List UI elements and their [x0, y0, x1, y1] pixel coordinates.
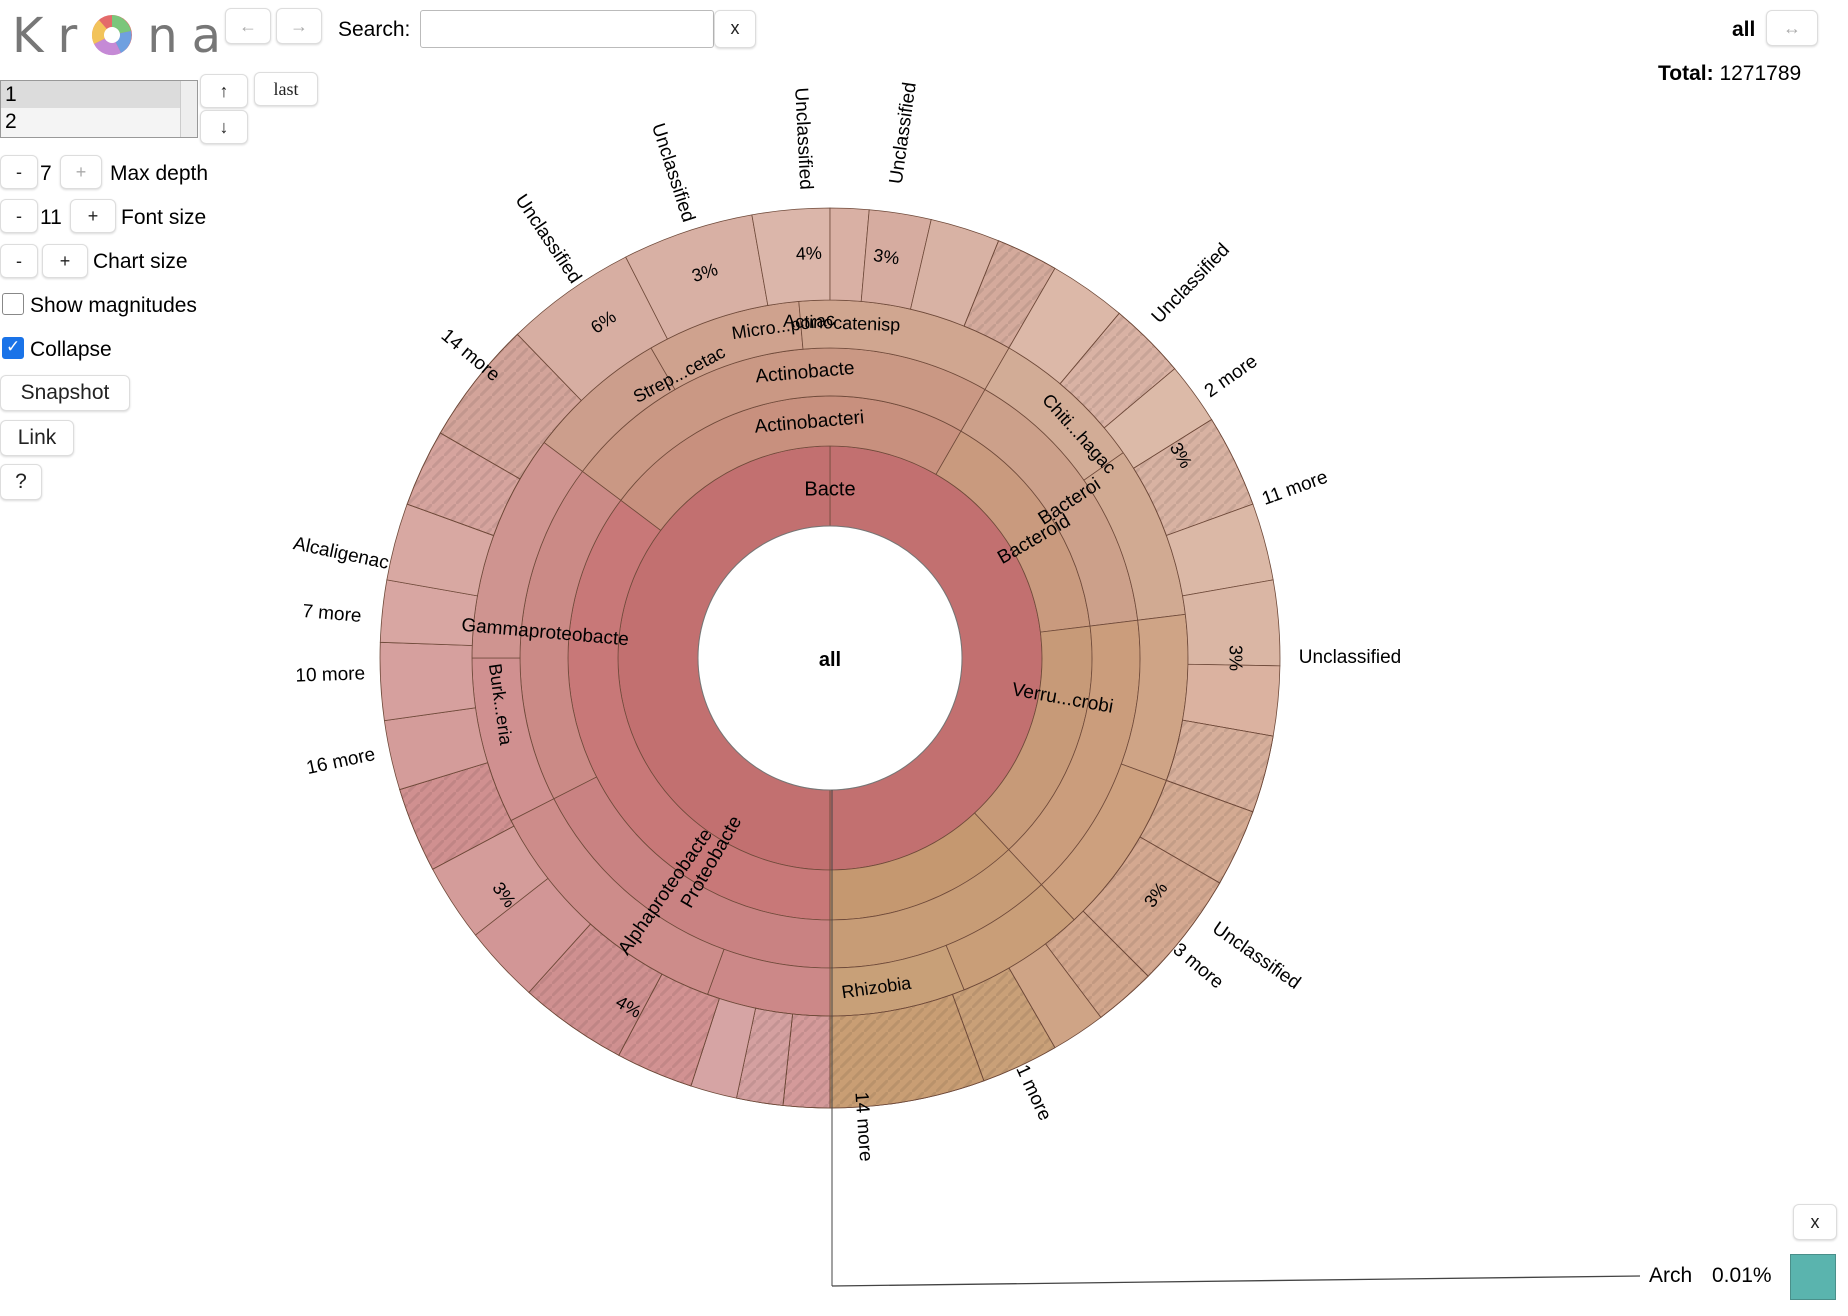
current-node-label: all	[1732, 18, 1756, 41]
chart-outer-label: Unclassified	[886, 81, 921, 185]
total-label: Total:	[1658, 62, 1714, 85]
snapshot-button[interactable]: Snapshot	[0, 375, 130, 411]
help-button[interactable]: ?	[0, 464, 42, 500]
font-size-value: 11	[40, 206, 62, 229]
chart-center-disc[interactable]	[697, 525, 963, 791]
logo-wheel-icon	[91, 12, 133, 56]
chart-wedges[interactable]	[379, 207, 1281, 1109]
history-list[interactable]: 1 2	[0, 80, 198, 138]
legend-name: Arch	[1649, 1264, 1693, 1287]
chart-outer-label: 14 more	[850, 1091, 876, 1162]
chart-size-label: Chart size	[93, 250, 188, 273]
chart-outer-label: 2 more	[1201, 351, 1261, 402]
chart-outer-label: 14 more	[437, 325, 504, 386]
outer-segment-31[interactable]	[379, 641, 476, 722]
collapse-checkbox[interactable]	[2, 337, 24, 359]
total-value: 1271789	[1719, 62, 1802, 85]
font-size-label: Font size	[121, 206, 207, 229]
chart-center-label: all	[819, 649, 841, 671]
chart-outer-label: 1 more	[1011, 1062, 1055, 1124]
chart-outer-label: 3 more	[1169, 939, 1228, 993]
font-size-increase-button[interactable]: +	[70, 199, 116, 233]
chart-label: Actinocatenisp	[783, 311, 901, 335]
chart-outer-label: 11 more	[1259, 467, 1330, 510]
legend-leader-line	[831, 1275, 1641, 1287]
forward-button[interactable]: →	[276, 8, 322, 44]
logo-letter: r	[57, 8, 92, 64]
show-magnitudes-label: Show magnitudes	[30, 294, 197, 317]
history-up-button[interactable]: ↑	[200, 74, 248, 108]
chart-outer-label: Unclassified	[790, 87, 816, 190]
chart-outer-label: 7 more	[302, 601, 363, 627]
chart-outer-label: 10 more	[295, 663, 365, 686]
chart-outer-label: Unclassified	[647, 121, 699, 225]
chart-label: 4%	[795, 243, 822, 264]
expand-icon[interactable]: ↔	[1766, 10, 1818, 46]
chart-outer-label: 16 more	[305, 744, 378, 779]
max-depth-increase-button[interactable]: +	[60, 155, 102, 189]
show-magnitudes-checkbox[interactable]	[2, 293, 24, 315]
search-label: Search:	[338, 18, 411, 41]
list-item[interactable]: 1	[1, 81, 183, 108]
krona-logo: Kr na	[12, 8, 235, 64]
chart-outer-label: Unclassified	[1148, 239, 1234, 327]
outer-segment-34-hatch	[406, 432, 521, 537]
collapse-label: Collapse	[30, 338, 112, 361]
max-depth-value: 7	[40, 162, 52, 185]
link-button[interactable]: Link	[0, 420, 74, 456]
scrollbar[interactable]	[180, 81, 197, 137]
chart-label: Bacte	[804, 478, 855, 500]
legend-percent: 0.01%	[1712, 1264, 1772, 1287]
logo-letter: K	[12, 8, 58, 64]
chart-label: 3%	[1225, 645, 1245, 671]
chart-outer-label: Unclassified	[1299, 647, 1401, 668]
max-depth-label: Max depth	[110, 162, 209, 185]
total-display: Total: 1271789	[1658, 62, 1801, 86]
chart-size-decrease-button[interactable]: -	[0, 244, 38, 278]
search-clear-button[interactable]: x	[714, 10, 756, 48]
chart-label: 3%	[872, 245, 901, 268]
chart-outer-label: Unclassified	[511, 191, 586, 288]
font-size-decrease-button[interactable]: -	[0, 199, 38, 233]
list-item[interactable]: 2	[5, 110, 17, 133]
max-depth-decrease-button[interactable]: -	[0, 155, 38, 189]
logo-letter: a	[191, 8, 236, 64]
close-button[interactable]: x	[1793, 1204, 1837, 1240]
legend-swatch	[1790, 1254, 1836, 1300]
chart-size-increase-button[interactable]: +	[42, 244, 88, 278]
back-button[interactable]: ←	[225, 8, 271, 44]
chart-outer-label: Alcaligenac	[291, 533, 390, 574]
logo-letter: n	[147, 8, 192, 64]
history-down-button[interactable]: ↓	[200, 110, 248, 144]
search-input[interactable]	[420, 10, 714, 48]
history-last-button[interactable]: last	[254, 72, 318, 106]
